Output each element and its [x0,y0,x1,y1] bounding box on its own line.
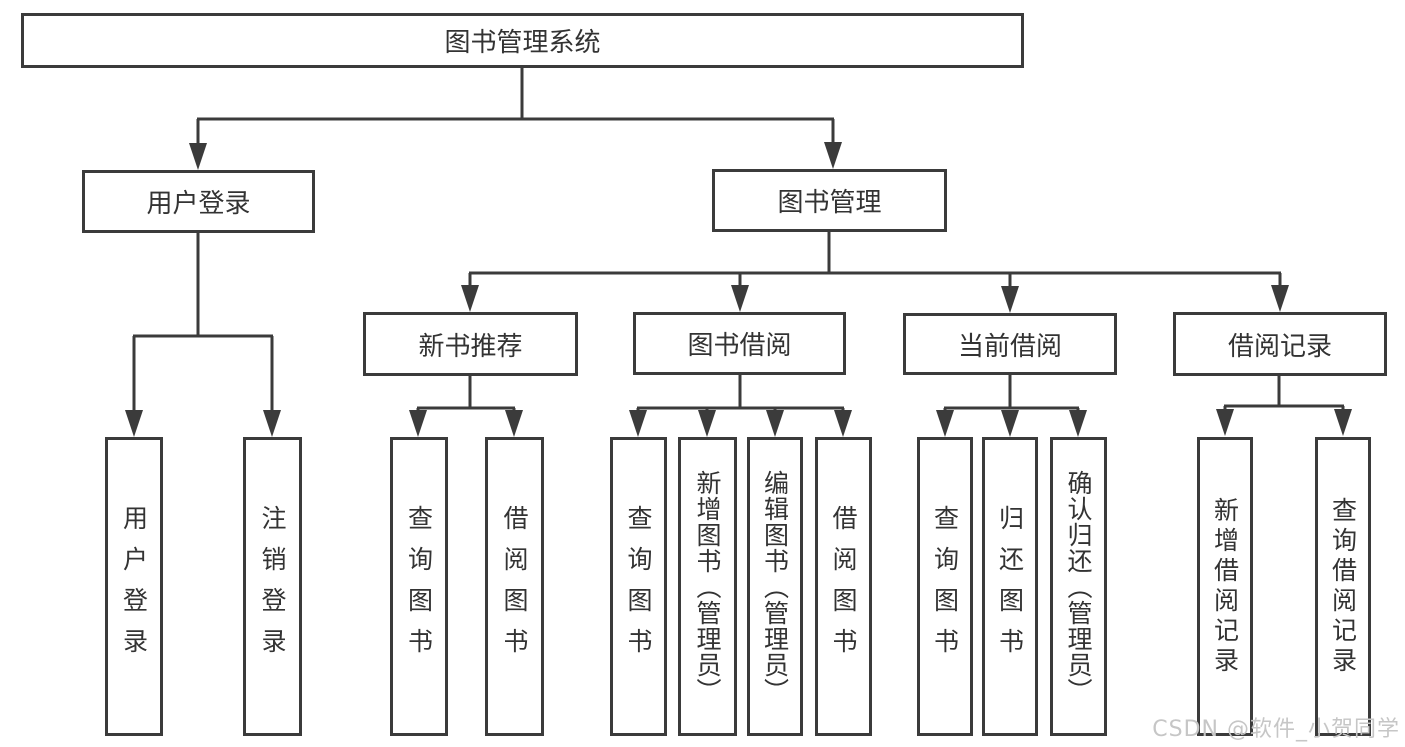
node-current-borrow-label: 当前借阅 [957,331,1062,362]
arrow-down-icon [1216,409,1234,436]
arrow-down-icon [629,410,647,437]
arrow-down-icon [936,410,954,437]
node-rec-query-books: 查询图书 [390,437,448,736]
node-cb-confirm-return-admin: 确认归还（管理员） [1050,437,1107,736]
node-br-query-record: 查询借阅记录 [1315,437,1371,736]
node-cb-return-books-label: 归还图书 [995,504,1025,669]
arrow-down-icon [1001,286,1019,313]
node-cb-query-books-label: 查询图书 [930,504,960,669]
node-rec-borrow-books-label: 借阅图书 [500,504,529,669]
node-leaf-logout: 注销登录 [243,437,302,736]
arrow-down-icon [409,410,427,437]
node-borrow-records-label: 借阅记录 [1227,331,1332,362]
arrow-down-icon [1001,410,1019,437]
node-book-management: 图书管理 [712,169,947,232]
arrow-down-icon [1334,409,1352,436]
node-root-label: 图书管理系统 [444,28,601,58]
node-bb-query-books-label: 查询图书 [624,504,653,669]
arrow-down-icon [189,143,207,170]
node-borrow-records: 借阅记录 [1173,312,1387,376]
arrow-down-icon [1069,410,1087,437]
node-current-borrow: 当前借阅 [903,313,1117,375]
arrow-down-icon [824,142,842,169]
arrow-down-icon [834,410,852,437]
node-cb-query-books: 查询图书 [917,437,973,736]
connector-lines [132,68,1345,411]
node-bb-add-books-admin-label: 新增图书（管理员） [693,469,722,704]
node-leaf-user-login: 用户登录 [105,437,163,736]
node-br-add-record-label: 新增借阅记录 [1210,496,1240,677]
node-br-query-record-label: 查询借阅记录 [1328,496,1358,677]
arrow-down-icon [698,410,716,437]
node-book-borrow: 图书借阅 [633,312,846,375]
node-rec-query-books-label: 查询图书 [404,504,434,669]
node-new-book-recommend-label: 新书推荐 [418,331,523,362]
node-bb-query-books: 查询图书 [610,437,667,736]
node-leaf-user-login-label: 用户登录 [119,504,149,669]
arrow-down-icon [1271,285,1289,312]
node-user-login: 用户登录 [82,170,315,233]
node-book-borrow-label: 图书借阅 [687,331,792,361]
node-leaf-logout-label: 注销登录 [258,504,287,669]
node-cb-confirm-return-admin-label: 确认归还（管理员） [1064,469,1093,704]
node-bb-add-books-admin: 新增图书（管理员） [678,437,737,736]
node-cb-return-books: 归还图书 [982,437,1038,736]
arrow-down-icon [505,410,523,437]
node-new-book-recommend: 新书推荐 [363,312,578,376]
node-root: 图书管理系统 [21,13,1024,68]
watermark: CSDN @软件_小贺同学 [1152,717,1400,742]
node-rec-borrow-books: 借阅图书 [485,437,544,736]
node-br-add-record: 新增借阅记录 [1197,437,1253,736]
node-book-management-label: 图书管理 [777,188,882,218]
node-bb-edit-books-admin: 编辑图书（管理员） [747,437,803,736]
node-bb-borrow-books: 借阅图书 [815,437,872,736]
arrowheads [125,142,1352,437]
node-bb-edit-books-admin-label: 编辑图书（管理员） [760,469,790,704]
arrow-down-icon [766,410,784,437]
node-bb-borrow-books-label: 借阅图书 [829,504,858,669]
arrow-down-icon [125,410,143,437]
node-user-login-label: 用户登录 [146,189,251,219]
arrow-down-icon [263,410,281,437]
arrow-down-icon [731,285,749,312]
arrow-down-icon [461,285,479,312]
